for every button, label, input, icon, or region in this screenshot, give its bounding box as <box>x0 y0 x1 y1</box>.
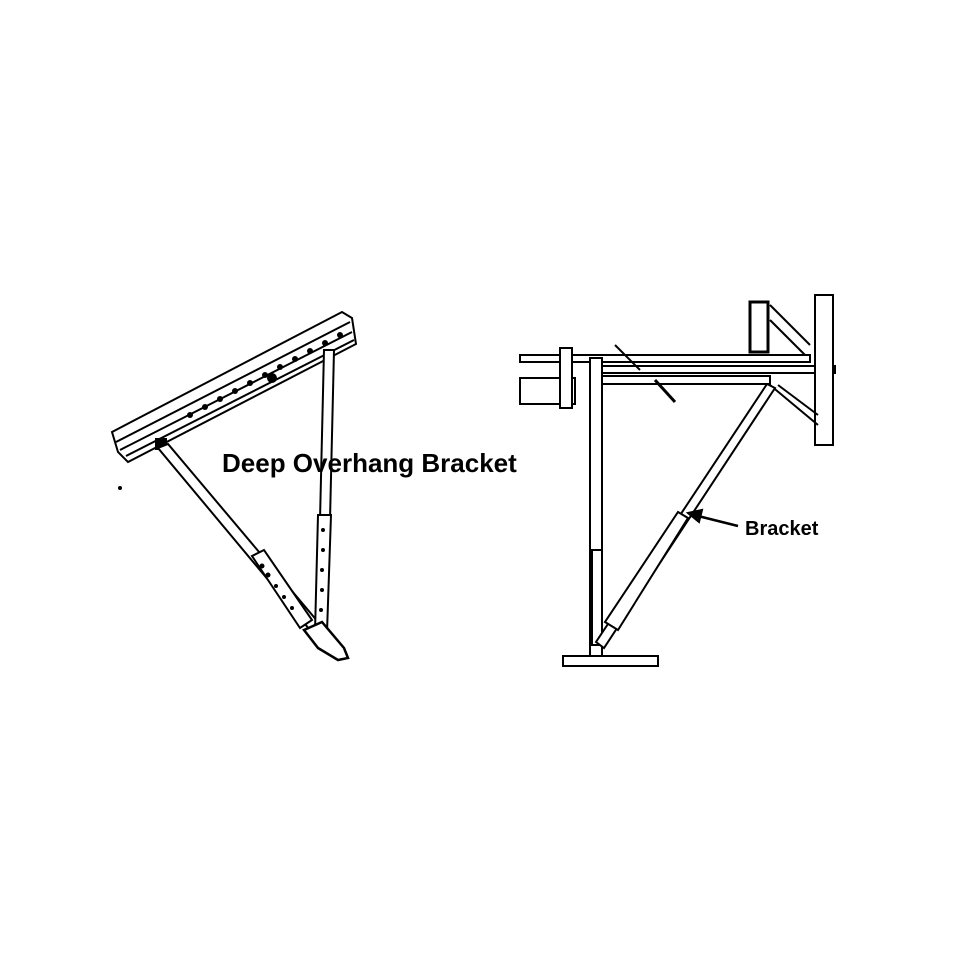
top-rail <box>110 310 358 464</box>
diagonal-strut-sleeve <box>250 548 314 630</box>
rail-holes <box>187 332 343 418</box>
installed-bracket-drawing <box>519 294 836 667</box>
vertical-strut-sleeve <box>313 514 333 633</box>
adjuster-bar <box>594 375 771 385</box>
post-sleeve <box>591 549 603 646</box>
deck-beam-top <box>519 354 811 363</box>
vertical-strut <box>318 349 336 521</box>
brace-sleeve <box>603 510 690 632</box>
bracket-callout-label: Bracket <box>745 518 819 540</box>
foot-shoe <box>302 620 350 662</box>
web-plate <box>748 300 770 354</box>
callout-arrow <box>685 508 739 528</box>
wall-column <box>814 294 834 446</box>
diagram-title: Deep Overhang Bracket <box>222 448 517 478</box>
deck-beam <box>594 365 836 374</box>
deep-overhang-bracket-drawing <box>110 310 358 662</box>
post-foot-plate <box>562 655 659 667</box>
